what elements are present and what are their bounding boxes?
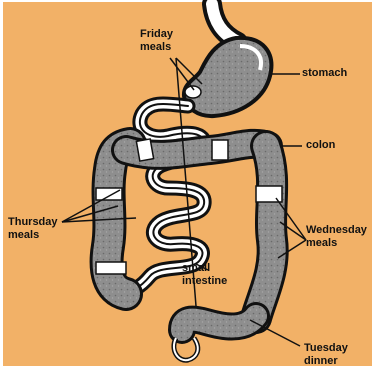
tuesday-dinner-label: Tuesday dinner <box>304 342 348 368</box>
colon-meal-marker-top <box>212 140 228 160</box>
thursday-meal-marker-lower <box>96 188 122 200</box>
wednesday-meals-label: Wednesday meals <box>306 224 367 250</box>
stomach-organ <box>184 38 271 116</box>
thursday-meal-marker-upper <box>136 139 153 161</box>
friday-meals-label: Friday meals <box>140 28 173 54</box>
stomach-label: stomach <box>302 67 347 80</box>
thursday-meals-label: Thursday meals <box>8 216 58 242</box>
friday-pointer-1 <box>170 58 194 90</box>
colon-label: colon <box>306 139 335 152</box>
esophagus <box>212 4 238 42</box>
wednesday-meal-marker <box>256 186 282 202</box>
left-colon-meal-marker <box>96 262 126 274</box>
small-intestine-label: small intestine <box>182 262 227 288</box>
